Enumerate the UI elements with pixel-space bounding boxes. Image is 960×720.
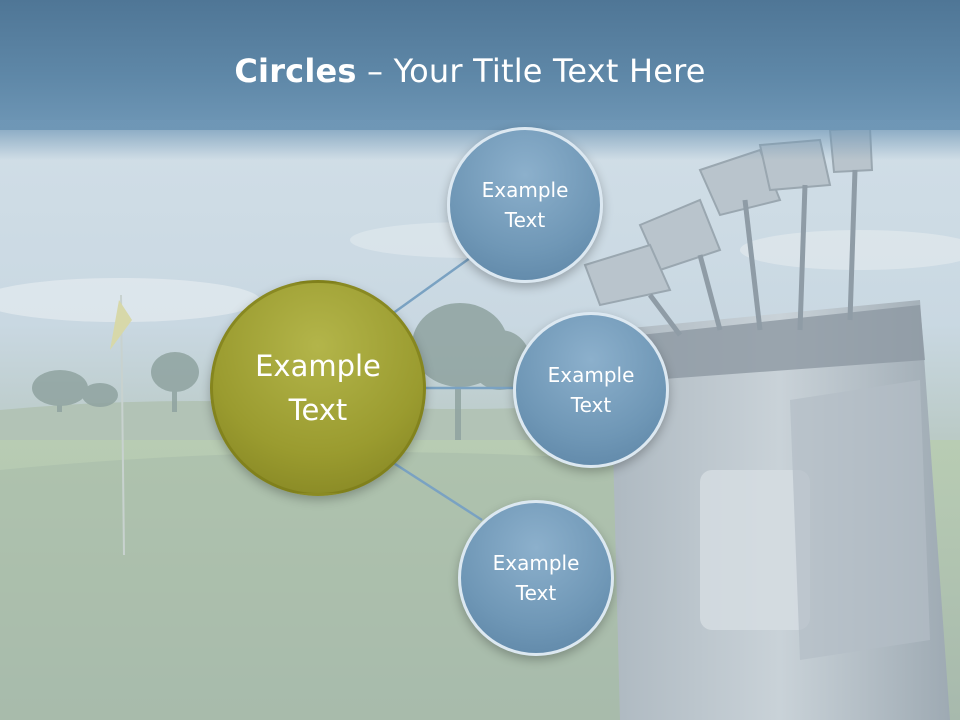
node-circle-line2: Text xyxy=(515,581,557,605)
connector-bottom xyxy=(391,460,483,522)
node-circle-top[interactable]: Example Text xyxy=(447,127,603,283)
node-circle-line1: Example xyxy=(547,363,635,387)
slide-title-rest: – Your Title Text Here xyxy=(356,52,706,90)
node-circle-line1: Example xyxy=(481,178,569,202)
slide-title: Circles – Your Title Text Here xyxy=(0,52,940,90)
node-circle-middle[interactable]: Example Text xyxy=(513,312,669,468)
center-circle[interactable]: Example Text xyxy=(210,280,426,496)
center-circle-line1: Example xyxy=(255,349,381,383)
node-circle-text: Example Text xyxy=(493,548,580,608)
node-circle-bottom[interactable]: Example Text xyxy=(458,500,614,656)
slide-title-bold: Circles xyxy=(234,52,357,90)
node-circle-text: Example Text xyxy=(482,175,569,235)
node-circle-line2: Text xyxy=(570,393,612,417)
node-circle-line2: Text xyxy=(504,208,546,232)
center-circle-text: Example Text xyxy=(255,344,381,432)
node-circle-line1: Example xyxy=(492,551,580,575)
connector-top xyxy=(391,256,471,316)
title-bar xyxy=(0,0,960,130)
center-circle-line2: Text xyxy=(288,393,348,427)
node-circle-text: Example Text xyxy=(548,360,635,420)
